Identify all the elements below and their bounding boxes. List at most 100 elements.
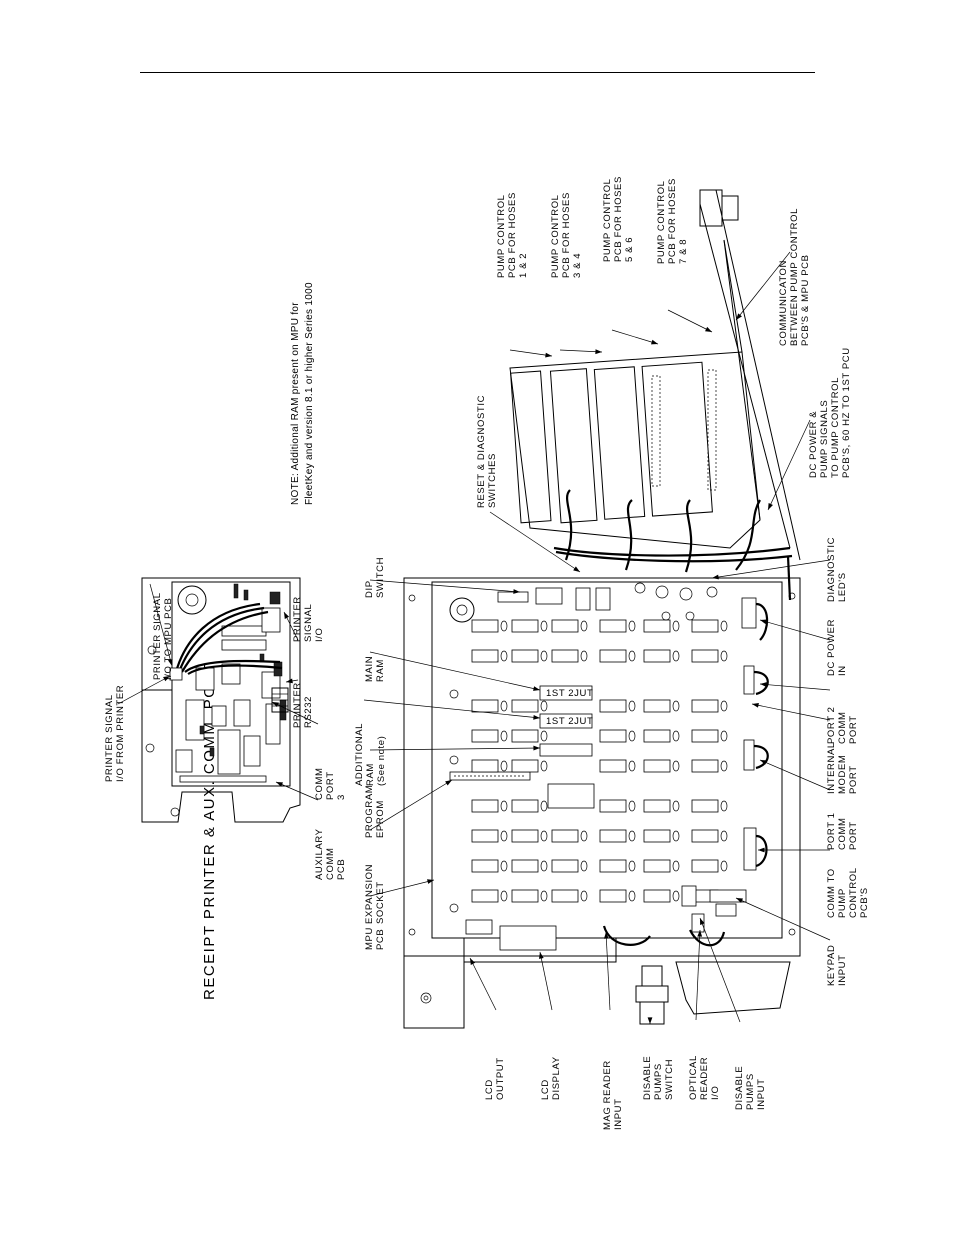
- ic-chip: [599, 699, 627, 713]
- arrowhead: [705, 326, 712, 332]
- capacitor: [720, 760, 728, 772]
- capacitor: [580, 620, 588, 632]
- ic-chip: [599, 799, 627, 813]
- capacitor: [628, 700, 636, 712]
- capacitor: [672, 760, 680, 772]
- capacitor: [628, 800, 636, 812]
- capacitor: [500, 730, 508, 742]
- arrowhead: [538, 952, 544, 959]
- note-line-1: NOTE: Additional RAM present on MPU for: [290, 302, 301, 505]
- capacitor: [672, 620, 680, 632]
- label-line: PCB FOR HOSES: [561, 192, 572, 278]
- label-line: LCD: [540, 1079, 551, 1100]
- leader-line: [605, 931, 611, 1011]
- arrowhead: [700, 918, 705, 925]
- capacitor: [628, 620, 636, 632]
- label-line: INPUT: [837, 955, 848, 987]
- label-line: PORT: [848, 715, 859, 744]
- leader-line: [767, 419, 811, 511]
- leader-line: [759, 759, 831, 791]
- ic-chip: [599, 859, 627, 873]
- header-rule: [140, 72, 815, 73]
- arrowhead: [272, 702, 279, 708]
- leader-line: [369, 779, 453, 831]
- capacitor: [628, 830, 636, 842]
- label-line: LCD: [484, 1079, 495, 1100]
- label-line: PUMP CONTROL: [602, 178, 613, 262]
- ic-chip: [511, 649, 539, 663]
- ic-chip: [551, 619, 579, 633]
- leader-line: [369, 747, 541, 751]
- label-line: I/O TO MPU PCB: [163, 598, 174, 680]
- label-line: INPUT: [756, 1079, 767, 1111]
- ic-chip: [511, 829, 539, 843]
- label-line: PORT 2: [826, 706, 837, 744]
- label-line: PORT: [848, 765, 859, 794]
- leader-line: [711, 559, 831, 579]
- capacitor: [500, 830, 508, 842]
- capacitor: [720, 620, 728, 632]
- ic-chip: [471, 729, 499, 743]
- label-line: PCB'S, 60 HZ TO 1ST PCU: [841, 347, 852, 478]
- ic-chip: [511, 759, 539, 773]
- capacitor: [720, 800, 728, 812]
- ic-chip: [643, 859, 671, 873]
- ic-chip: [643, 619, 671, 633]
- label-line: RS232: [303, 696, 314, 728]
- ic-chip: [599, 829, 627, 843]
- capacitor: [628, 860, 636, 872]
- arrowhead: [697, 930, 703, 937]
- ic-chip: [551, 649, 579, 663]
- leader-lines: [117, 251, 831, 1024]
- label-line: MAIN: [364, 656, 375, 682]
- ic-chip: [471, 859, 499, 873]
- capacitor: [500, 700, 508, 712]
- label-line: PRINTER SIGNAL: [152, 592, 163, 680]
- label-line: PUMP CONTROL: [550, 194, 561, 278]
- ic-chip: [691, 619, 719, 633]
- label-line: PUMP CONTROL: [496, 194, 507, 278]
- leader-line: [751, 703, 831, 721]
- label-line: PUMP: [837, 888, 848, 918]
- label-line: I/O: [314, 628, 325, 642]
- ic-chip: [643, 649, 671, 663]
- capacitor: [540, 700, 548, 712]
- arrowhead: [758, 847, 765, 853]
- capacitor: [628, 650, 636, 662]
- capacitor: [628, 760, 636, 772]
- ic-chip: [511, 889, 539, 903]
- label-line: PUMP CONTROL: [656, 180, 667, 264]
- label-line: RESET & DIAGNOSTIC: [476, 395, 487, 508]
- arrowhead: [470, 958, 476, 965]
- label-line: DIP: [364, 580, 375, 598]
- label-line: SWITCH: [375, 557, 386, 598]
- arrowhead: [573, 566, 580, 572]
- ic-chip: [511, 859, 539, 873]
- leader-line: [611, 329, 659, 345]
- capacitor: [500, 650, 508, 662]
- arrowhead: [163, 676, 170, 682]
- capacitor: [500, 800, 508, 812]
- label-line: RAM: [375, 659, 386, 682]
- label-line: COMMUNICATON: [778, 260, 789, 346]
- label-line: PCB: [336, 859, 347, 880]
- label-line: PCB FOR HOSES: [507, 192, 518, 278]
- leader-line: [539, 951, 553, 1011]
- capacitor: [500, 620, 508, 632]
- label-line: EPROM: [375, 800, 386, 838]
- capacitor: [628, 730, 636, 742]
- label-line: DIAGNOSTIC: [826, 537, 837, 602]
- label-line: AUXILARY: [314, 828, 325, 880]
